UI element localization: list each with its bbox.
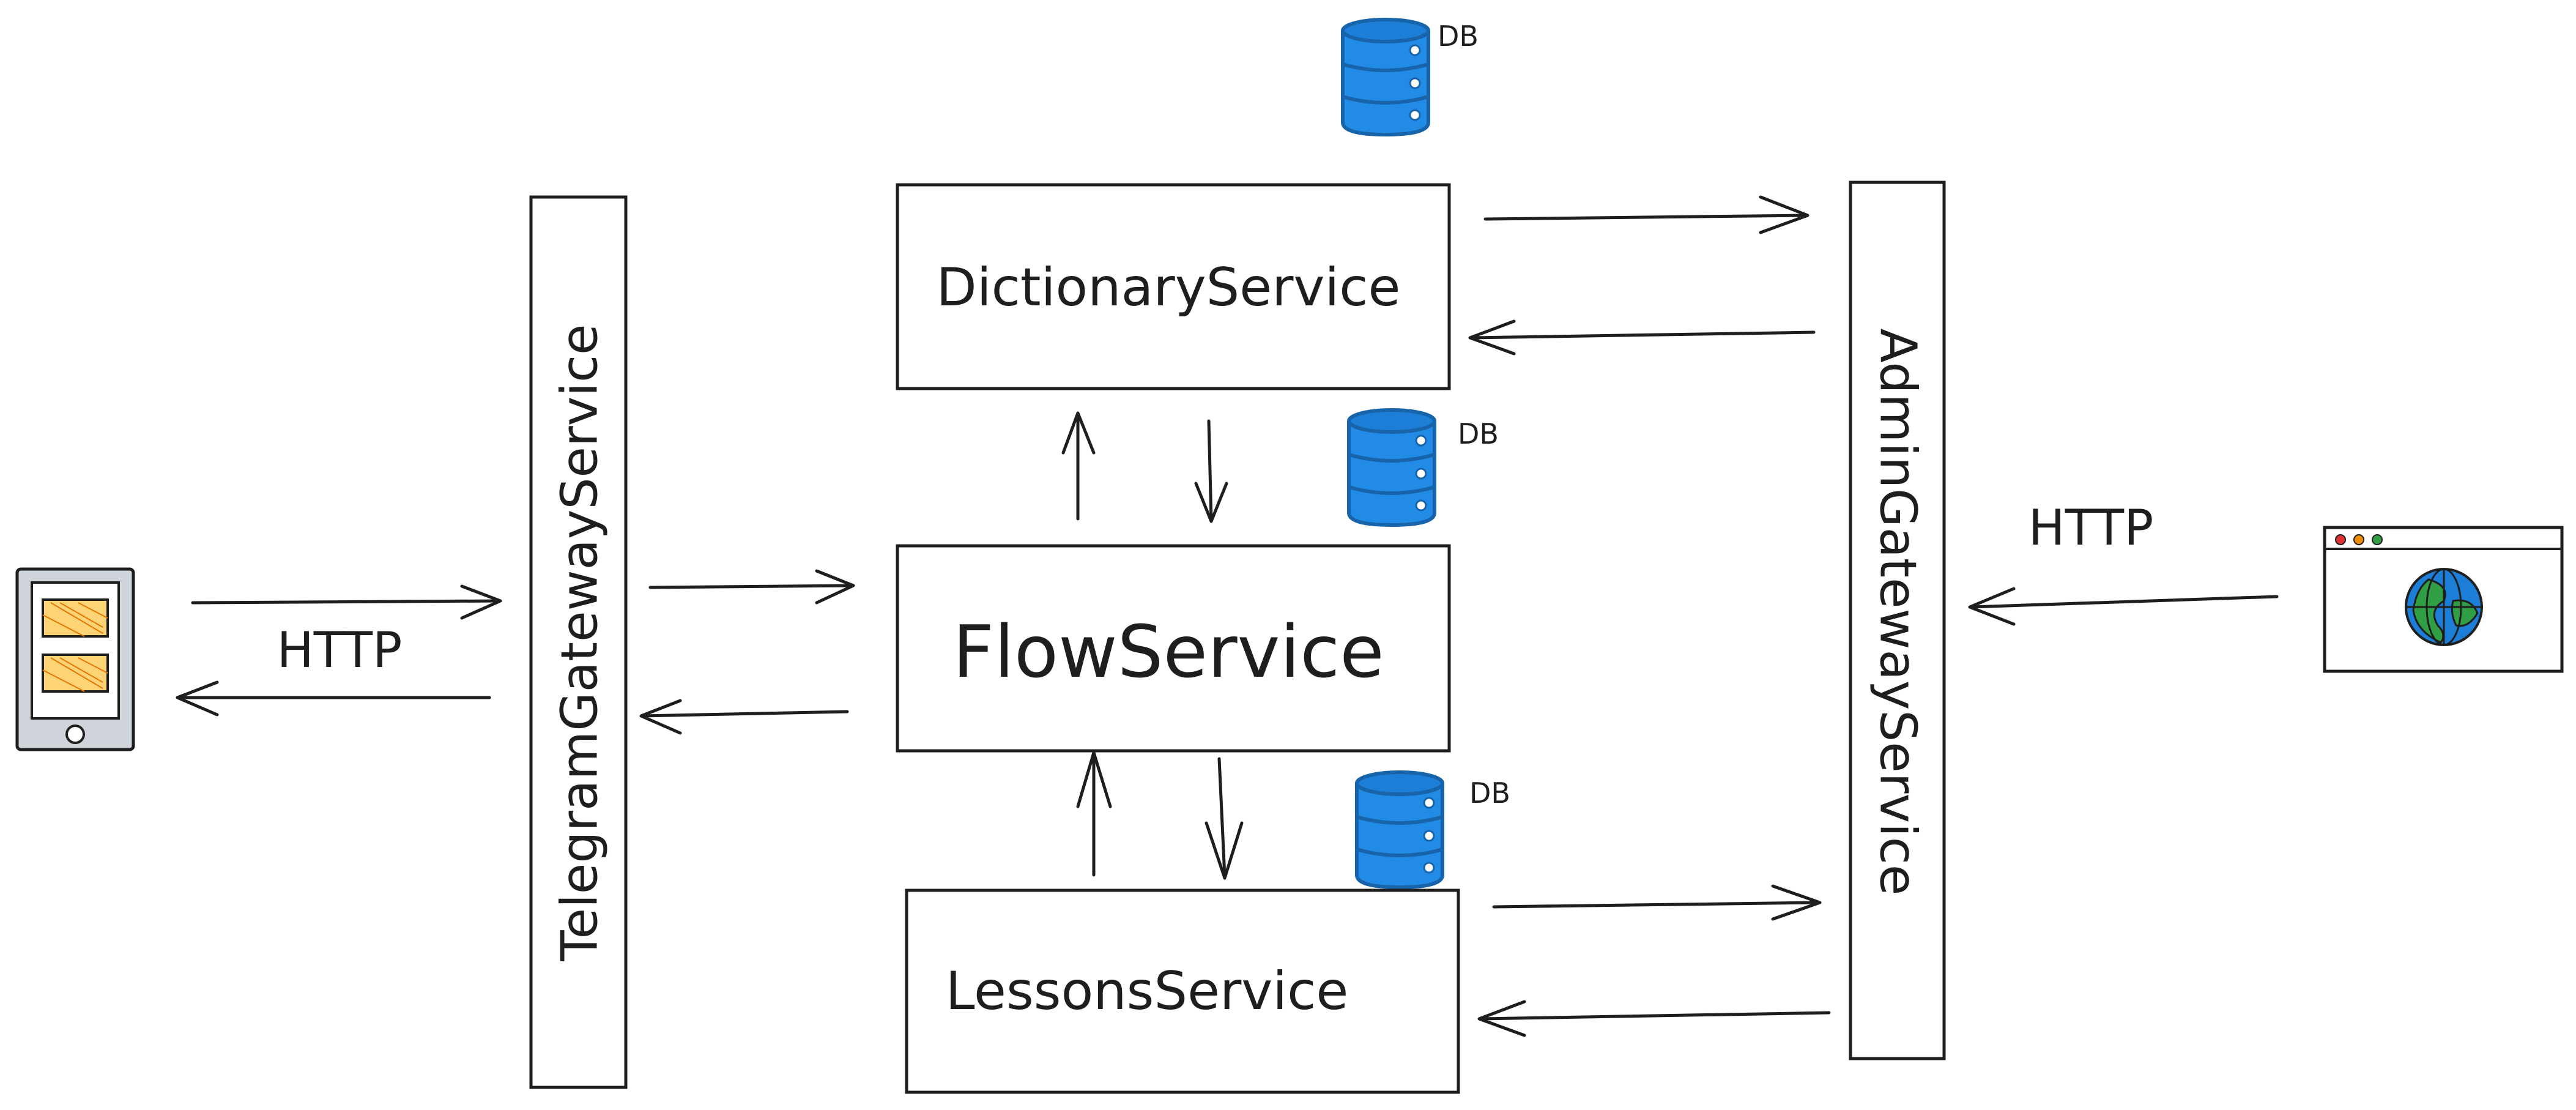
flow-db-label: DB <box>1458 417 1499 450</box>
lessons-db-label: DB <box>1469 777 1510 810</box>
tablet-icon <box>15 567 135 751</box>
arrow-browser-to-admin <box>1968 587 2279 626</box>
dictionary-service-label: DictionaryService <box>937 257 1401 318</box>
arrow-telegram-to-flow <box>648 569 855 605</box>
dictionary-db-icon <box>1343 20 1428 135</box>
browser-globe-icon <box>2323 526 2564 673</box>
arrow-flow-to-dictionary <box>1061 411 1096 521</box>
dictionary-db-label: DB <box>1438 20 1479 53</box>
arrow-dictionary-to-admin <box>1483 195 1810 234</box>
admin-gateway-service-label: AdminGatewayService <box>1869 329 1927 896</box>
telegram-gateway-service-label: TelegramGatewayService <box>551 324 609 961</box>
arrow-lessons-to-flow <box>1076 751 1112 877</box>
arrow-flow-to-lessons <box>1204 757 1244 880</box>
arrow-dictionary-to-flow <box>1194 419 1228 523</box>
flow-service-label: FlowService <box>952 609 1384 694</box>
lessons-service-box <box>905 888 1460 1094</box>
admin-gateway-service-box <box>1849 181 1946 1060</box>
dictionary-service-box <box>896 183 1451 390</box>
arrow-admin-to-lessons <box>1477 1000 1831 1037</box>
arrow-mobile-to-telegram <box>191 584 502 620</box>
arrow-admin-to-dictionary <box>1468 319 1816 356</box>
arrow-lessons-to-admin <box>1492 884 1822 921</box>
arrow-flow-to-telegram <box>639 699 849 735</box>
lessons-service-label: LessonsService <box>946 961 1349 1022</box>
arrow-telegram-to-mobile <box>176 680 491 717</box>
lessons-db-icon <box>1357 772 1442 887</box>
http-label-mobile: HTTP <box>277 622 403 679</box>
telegram-gateway-service-box <box>529 195 628 1089</box>
flow-db-icon <box>1349 410 1435 525</box>
flow-service-box <box>896 544 1451 753</box>
http-label-browser: HTTP <box>2029 499 2154 556</box>
